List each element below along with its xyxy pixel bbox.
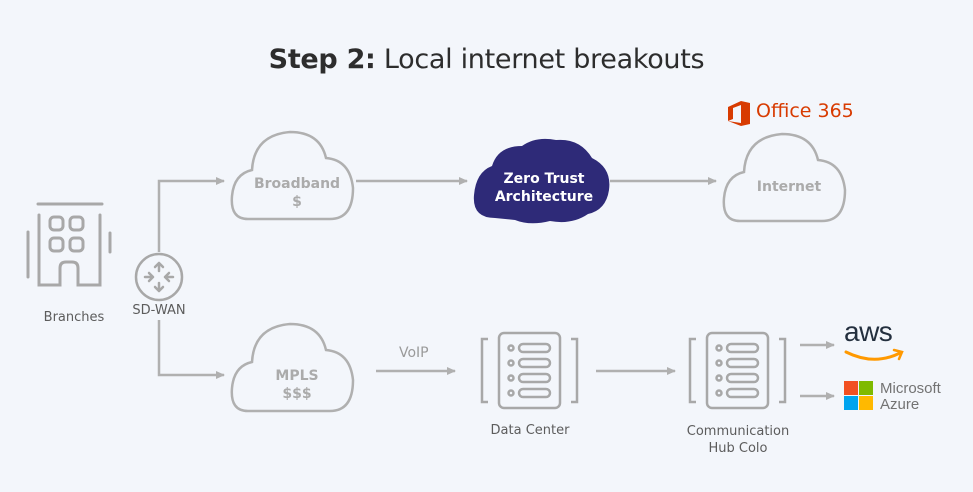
zero-trust-line2: Architecture <box>494 189 594 205</box>
aws-smile-icon <box>844 350 902 361</box>
broadband-cost: $ <box>292 194 302 210</box>
connector-sdwan-broadband <box>157 177 225 252</box>
azure-line2: Azure <box>880 396 920 413</box>
data-center-label: Data Center <box>490 423 570 438</box>
aws-label: aws <box>844 316 893 347</box>
zero-trust-cloud <box>473 138 610 224</box>
office365-label: Office 365 <box>756 100 854 122</box>
office-logo-icon <box>728 101 750 126</box>
zero-trust-line1: Zero Trust <box>503 171 585 187</box>
branches-label: Branches <box>43 310 105 325</box>
connector-sdwan-mpls <box>157 320 225 379</box>
broadband-name: Broadband <box>253 176 341 192</box>
mpls-cloud <box>230 322 355 413</box>
broadband-cloud <box>230 130 355 221</box>
sdwan-label: SD-WAN <box>132 303 186 318</box>
hub-label: Communication Hub Colo <box>668 423 808 457</box>
hub-line2: Hub Colo <box>708 441 768 456</box>
azure-line1: Microsoft <box>880 380 941 397</box>
internet-cloud <box>722 132 847 223</box>
mpls-name: MPLS <box>275 368 319 384</box>
internet-label: Internet <box>756 179 822 195</box>
router-icon <box>134 252 184 302</box>
data-center-server-icon <box>480 331 579 410</box>
voip-label: VoIP <box>399 345 429 361</box>
page-title: Step 2: Local internet breakouts <box>268 44 705 75</box>
building-icon <box>26 202 112 287</box>
microsoft-logo-icon <box>844 381 873 410</box>
mpls-label: MPLS $$$ <box>242 367 352 403</box>
hub-line1: Communication <box>686 424 790 439</box>
azure-label: Microsoft Azure <box>880 381 941 413</box>
broadband-label: Broadband $ <box>242 175 352 211</box>
connectors <box>157 177 835 400</box>
mpls-cost: $$$ <box>282 386 312 402</box>
hub-server-icon <box>688 331 787 410</box>
zero-trust-label: Zero Trust Architecture <box>480 170 608 206</box>
